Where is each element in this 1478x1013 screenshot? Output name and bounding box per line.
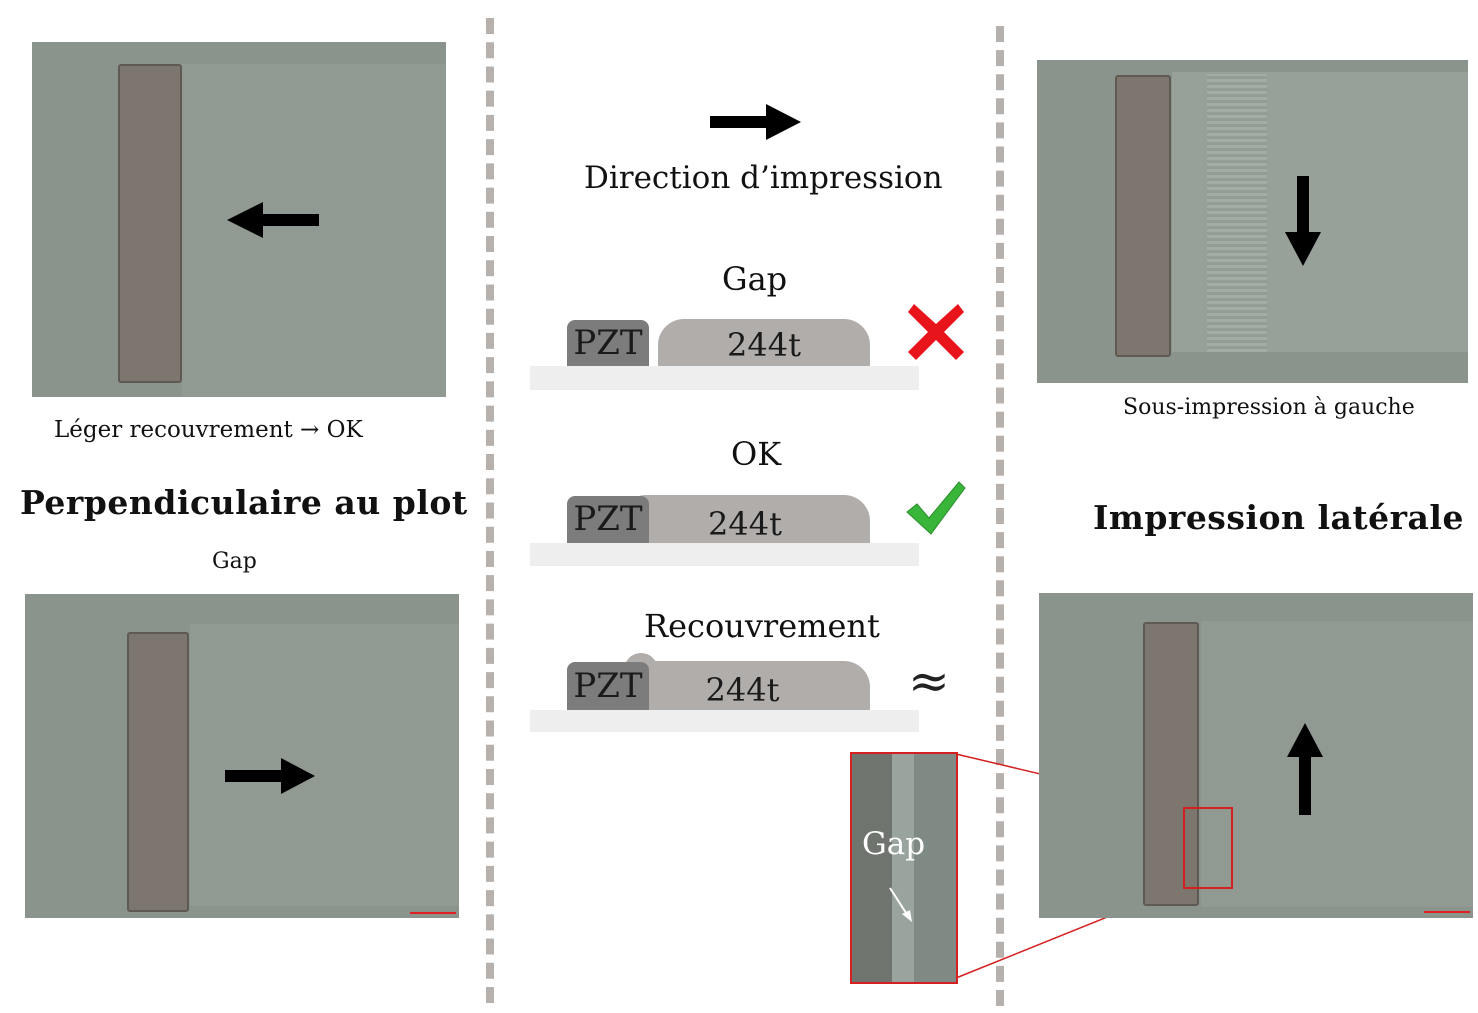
caption-top-left: Léger recouvrement → OK bbox=[54, 417, 363, 443]
heading-left: Perpendiculaire au plot bbox=[20, 483, 468, 522]
pzt-strip bbox=[118, 64, 182, 383]
pzt-block: PZT bbox=[567, 320, 649, 366]
arrow-down-icon bbox=[1285, 176, 1321, 266]
pzt-strip bbox=[1143, 622, 1199, 906]
case-title-recouvrement: Recouvrement bbox=[644, 607, 880, 645]
pzt-block: PZT bbox=[567, 496, 649, 543]
arrow-up-icon bbox=[1287, 723, 1323, 815]
heading-right: Impression latérale bbox=[1093, 498, 1464, 537]
inset-pointer-arrow-icon bbox=[889, 887, 912, 922]
print-direction-arrow-icon bbox=[710, 104, 801, 140]
pzt-strip bbox=[1115, 75, 1171, 357]
zoom-region-box bbox=[1183, 807, 1233, 889]
caption-top-right: Sous-impression à gauche bbox=[1123, 395, 1415, 420]
photo-top-left bbox=[32, 42, 446, 397]
substrate bbox=[530, 543, 919, 566]
pzt-block: PZT bbox=[567, 662, 649, 710]
pzt-strip bbox=[127, 632, 189, 912]
zoom-inset: Gap bbox=[850, 752, 958, 984]
ink-244t: 244t bbox=[620, 495, 870, 543]
photo-top-right bbox=[1037, 60, 1468, 383]
divider-left bbox=[486, 18, 494, 1003]
photo-bottom-left bbox=[25, 594, 459, 918]
under-print-texture bbox=[1207, 74, 1267, 352]
scale-bar bbox=[410, 912, 456, 914]
substrate bbox=[530, 710, 919, 732]
case-title-gap: Gap bbox=[722, 260, 788, 298]
check-icon bbox=[906, 481, 966, 535]
photo-bottom-right bbox=[1039, 593, 1473, 918]
scale-bar bbox=[1424, 911, 1470, 913]
caption-bottom-left: Gap bbox=[212, 549, 257, 574]
substrate bbox=[530, 366, 919, 390]
inset-label-gap: Gap bbox=[862, 826, 926, 862]
cross-icon bbox=[908, 304, 964, 360]
arrow-left-icon bbox=[227, 202, 319, 238]
ink-244t: 244t bbox=[658, 319, 870, 366]
case-title-ok: OK bbox=[731, 435, 782, 473]
arrow-right-icon bbox=[225, 758, 315, 794]
divider-right bbox=[996, 26, 1004, 1006]
approx-icon: ≈ bbox=[908, 652, 950, 710]
direction-label: Direction d’impression bbox=[584, 160, 943, 196]
